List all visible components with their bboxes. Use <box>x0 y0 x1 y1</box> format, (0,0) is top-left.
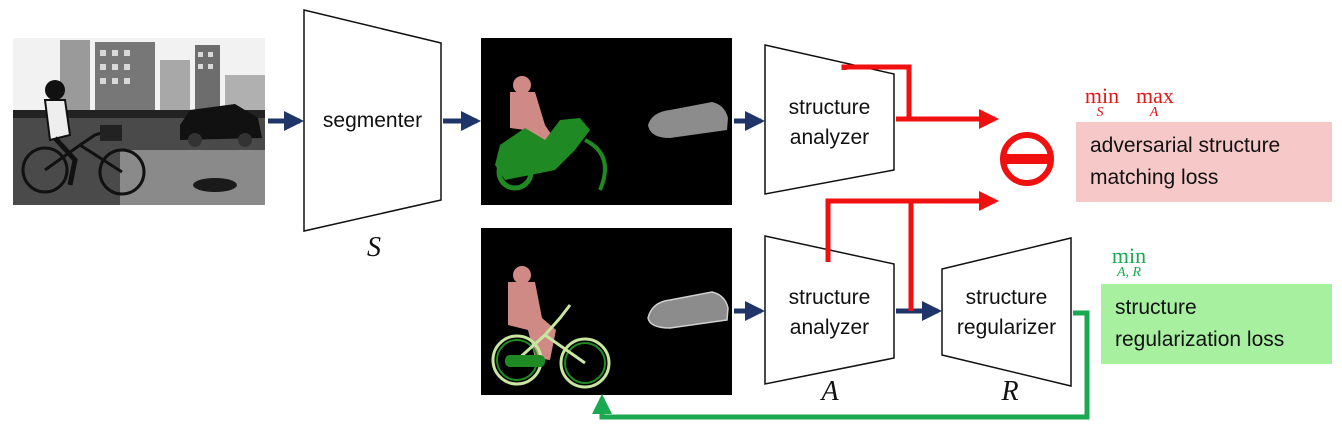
adv-max-sub: A <box>1149 105 1159 120</box>
green-feedback-arrow <box>592 310 1090 420</box>
reg-min-sub: A, R <box>1116 265 1142 280</box>
input-photo <box>13 38 265 205</box>
red-connector-top-a <box>841 64 912 119</box>
segmenter-symbol: S <box>367 232 381 263</box>
regularization-loss-line2: regularization loss <box>1115 328 1285 351</box>
adversarial-loss-line1: adversarial structure <box>1090 134 1281 157</box>
ground-truth-mask-image <box>481 228 732 395</box>
analyzer-symbol: A <box>821 376 839 407</box>
regularization-loss-box: structure regularization loss <box>1101 284 1332 364</box>
adv-min-sub: S <box>1096 105 1104 120</box>
segmenter-block <box>303 9 442 232</box>
regularizer-symbol: R <box>1001 376 1019 407</box>
segmenter-label: segmenter <box>322 109 423 132</box>
analyzer-bottom-label-line1: structure <box>788 286 871 309</box>
red-connector-bottom <box>825 198 909 262</box>
regularizer-block <box>941 237 1072 387</box>
regularizer-label-line1: structure <box>965 286 1048 309</box>
regularization-loss-line1: structure <box>1115 296 1197 319</box>
analyzer-top-label-line1: structure <box>788 96 871 119</box>
adv-min-op: min <box>1084 83 1120 108</box>
predicted-mask-image <box>481 38 732 205</box>
adv-max-op: max <box>1136 83 1174 108</box>
analyzer-top-label-line2: analyzer <box>789 126 870 149</box>
minus-circle-icon <box>1000 132 1054 186</box>
regularizer-label-line2: regularizer <box>956 316 1057 339</box>
adversarial-loss-box: adversarial structure matching loss <box>1076 122 1332 202</box>
analyzer-bottom-block <box>764 235 895 385</box>
reg-min-op: min <box>1111 243 1147 268</box>
analyzer-top-block <box>764 44 895 195</box>
analyzer-bottom-label-line2: analyzer <box>789 316 870 339</box>
adversarial-loss-line2: matching loss <box>1090 166 1219 189</box>
